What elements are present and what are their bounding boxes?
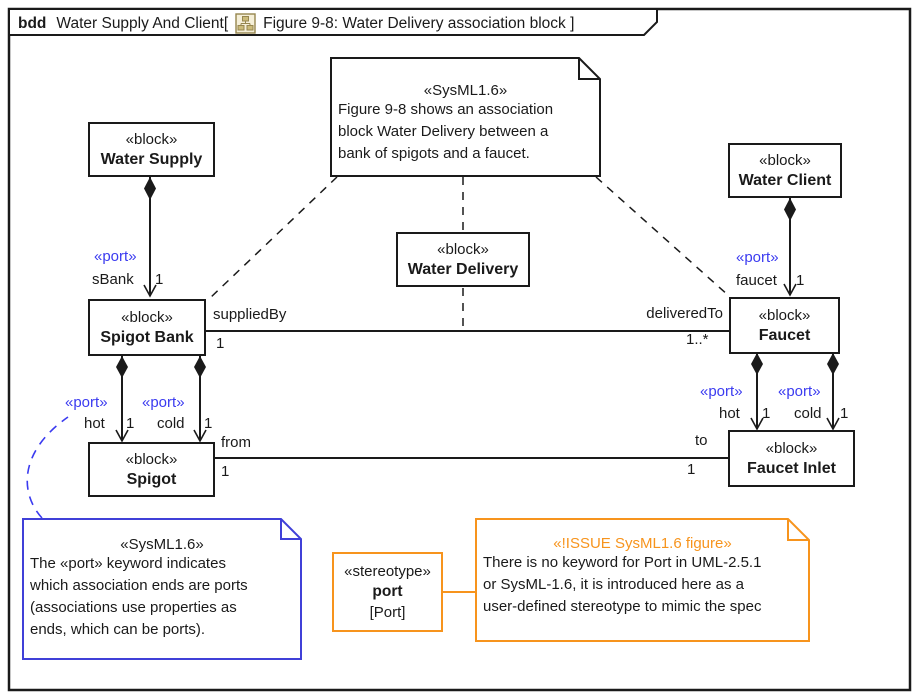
block-water-delivery: «block» Water Delivery xyxy=(396,232,530,287)
stereotype-name: port xyxy=(372,583,403,600)
assoc-multiplicity: 1 xyxy=(221,463,230,480)
port-name-faucet: faucet xyxy=(736,272,777,289)
port-multiplicity: 1 xyxy=(126,415,135,432)
diagram-figure-label: Figure 9-8: Water Delivery association b… xyxy=(263,14,575,32)
stereotype-box-port: «stereotype» port [Port] xyxy=(332,552,443,632)
note-port-keyword: «SysML1.6» The «port» keyword indicates … xyxy=(22,518,302,660)
block-name: Spigot xyxy=(126,470,177,488)
block-stereotype: «block» xyxy=(759,151,811,169)
port-name-cold: cold xyxy=(157,415,185,432)
assoc-multiplicity: 1 xyxy=(687,461,696,478)
assoc-end-deliveredto: deliveredTo xyxy=(646,305,723,322)
block-name: Spigot Bank xyxy=(100,328,194,346)
port-multiplicity: 1 xyxy=(155,271,164,288)
block-water-client: «block» Water Client xyxy=(728,143,842,198)
port-keyword-label: «port» xyxy=(65,394,108,411)
block-stereotype: «block» xyxy=(125,450,178,468)
note-text-line: or SysML-1.6, it is introduced here as a xyxy=(483,576,744,593)
diagram-title: Water Supply And Client[ xyxy=(56,14,229,32)
assoc-end-from: from xyxy=(221,434,251,451)
note-text-line: There is no keyword for Port in UML-2.5.… xyxy=(483,554,762,571)
note-text-line: which association ends are ports xyxy=(30,577,248,594)
note-text-line: ends, which can be ports). xyxy=(30,621,206,638)
port-keyword-label: «port» xyxy=(736,249,779,266)
block-spigot: «block» Spigot xyxy=(88,442,215,497)
port-multiplicity: 1 xyxy=(840,405,849,422)
block-spigot-bank: «block» Spigot Bank xyxy=(88,299,206,356)
block-name: Water Client xyxy=(738,171,832,189)
block-faucet-inlet: «block» Faucet Inlet xyxy=(728,430,855,487)
block-stereotype: «block» xyxy=(437,240,489,258)
port-name-sbank: sBank xyxy=(92,271,134,288)
port-name-cold: cold xyxy=(794,405,822,422)
block-water-supply: «block» Water Supply xyxy=(88,122,215,177)
port-multiplicity: 1 xyxy=(204,415,213,432)
port-name-hot: hot xyxy=(84,415,105,432)
composition-waterclient-faucet xyxy=(783,198,797,297)
block-stereotype: «block» xyxy=(765,439,818,457)
note-text-line: user-defined stereotype to mimic the spe… xyxy=(483,598,762,615)
note-sysml-figure: «SysML1.6» Figure 9-8 shows an associati… xyxy=(330,57,601,177)
assoc-multiplicity: 1 xyxy=(216,335,225,352)
stereotype-keyword: «stereotype» xyxy=(344,563,431,580)
note-stereotype: «!ISSUE SysML1.6 figure» xyxy=(553,535,732,552)
note-stereotype: «SysML1.6» xyxy=(423,82,508,99)
note-text-line: Figure 9-8 shows an association xyxy=(338,101,554,118)
stereotype-metaclass: [Port] xyxy=(369,604,406,621)
block-stereotype: «block» xyxy=(121,308,173,326)
port-keyword-label: «port» xyxy=(778,383,821,400)
block-name: Faucet Inlet xyxy=(747,459,836,477)
note-text-line: The «port» keyword indicates xyxy=(30,555,226,572)
note-text-line: bank of spigots and a faucet. xyxy=(338,145,530,162)
block-name: Water Delivery xyxy=(407,260,519,278)
block-stereotype: «block» xyxy=(125,130,178,148)
block-name: Faucet xyxy=(758,326,811,344)
port-keyword-label: «port» xyxy=(142,394,185,411)
note-issue: «!ISSUE SysML1.6 figure» There is no key… xyxy=(475,518,810,642)
assoc-multiplicity: 1..* xyxy=(686,331,709,348)
diagram-icon xyxy=(235,13,256,34)
block-stereotype: «block» xyxy=(758,306,811,324)
assoc-end-to: to xyxy=(695,432,708,449)
port-multiplicity: 1 xyxy=(762,405,771,422)
port-keyword-label: «port» xyxy=(700,383,743,400)
port-multiplicity: 1 xyxy=(796,272,805,289)
block-faucet: «block» Faucet xyxy=(729,297,840,354)
port-name-hot: hot xyxy=(719,405,740,422)
frame-header: bdd Water Supply And Client[ Figure 9-8:… xyxy=(18,13,574,34)
note-text-line: (associations use properties as xyxy=(30,599,237,616)
diagram-kind: bdd xyxy=(18,14,47,32)
note-stereotype: «SysML1.6» xyxy=(120,536,204,553)
note-text-line: block Water Delivery between a xyxy=(338,123,549,140)
port-keyword-label: «port» xyxy=(94,248,137,265)
assoc-end-suppliedby: suppliedBy xyxy=(213,306,287,323)
composition-faucet-inlet-cold xyxy=(826,353,840,431)
block-name: Water Supply xyxy=(100,150,203,168)
port-note-anchor-dash xyxy=(26,416,69,519)
